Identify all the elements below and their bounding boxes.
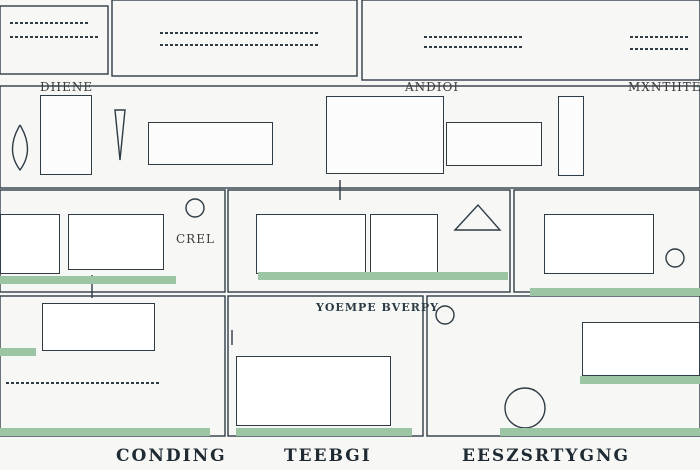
green-bar — [500, 428, 700, 436]
scribble-label-right: MXNTHTE — [628, 80, 700, 94]
scribble-line — [160, 32, 320, 34]
scribble-line — [630, 36, 690, 38]
scribble-line — [424, 36, 524, 38]
chart-panel — [236, 356, 391, 426]
doc-panel — [326, 96, 444, 174]
doc-panel — [446, 122, 542, 166]
scribble-line — [160, 44, 320, 46]
green-bar — [0, 428, 210, 436]
scribble-label-left: DHENE — [40, 80, 94, 94]
green-bar — [0, 348, 36, 356]
doc-panel — [148, 122, 273, 165]
footer-label-left: CONDING — [116, 446, 227, 466]
chart-panel — [582, 322, 700, 376]
doc-panel — [40, 95, 92, 175]
green-bar — [236, 428, 412, 436]
chart-panel — [370, 214, 438, 274]
scribble-line — [6, 382, 161, 384]
green-bar — [530, 288, 700, 296]
chart-panel — [68, 214, 164, 270]
green-bar — [258, 272, 508, 280]
scribble-line — [10, 22, 90, 24]
footer-label-right: EESZSRTYGNG — [462, 446, 631, 466]
scribble-label-crel: CREL — [176, 232, 215, 246]
chart-panel — [544, 214, 654, 274]
chart-panel — [256, 214, 366, 274]
scribble-label-center: ANDIOI — [405, 80, 460, 94]
chart-panel — [0, 214, 60, 274]
mid-title: YOEMPE BVERPY — [316, 301, 439, 314]
green-bar — [580, 376, 700, 384]
scribble-line — [424, 46, 524, 48]
doc-panel — [558, 96, 584, 176]
scribble-line — [630, 48, 690, 50]
footer-label-center: TEEBGI — [284, 446, 372, 466]
green-bar — [0, 276, 176, 284]
scribble-line — [10, 36, 100, 38]
chart-panel — [42, 303, 155, 351]
